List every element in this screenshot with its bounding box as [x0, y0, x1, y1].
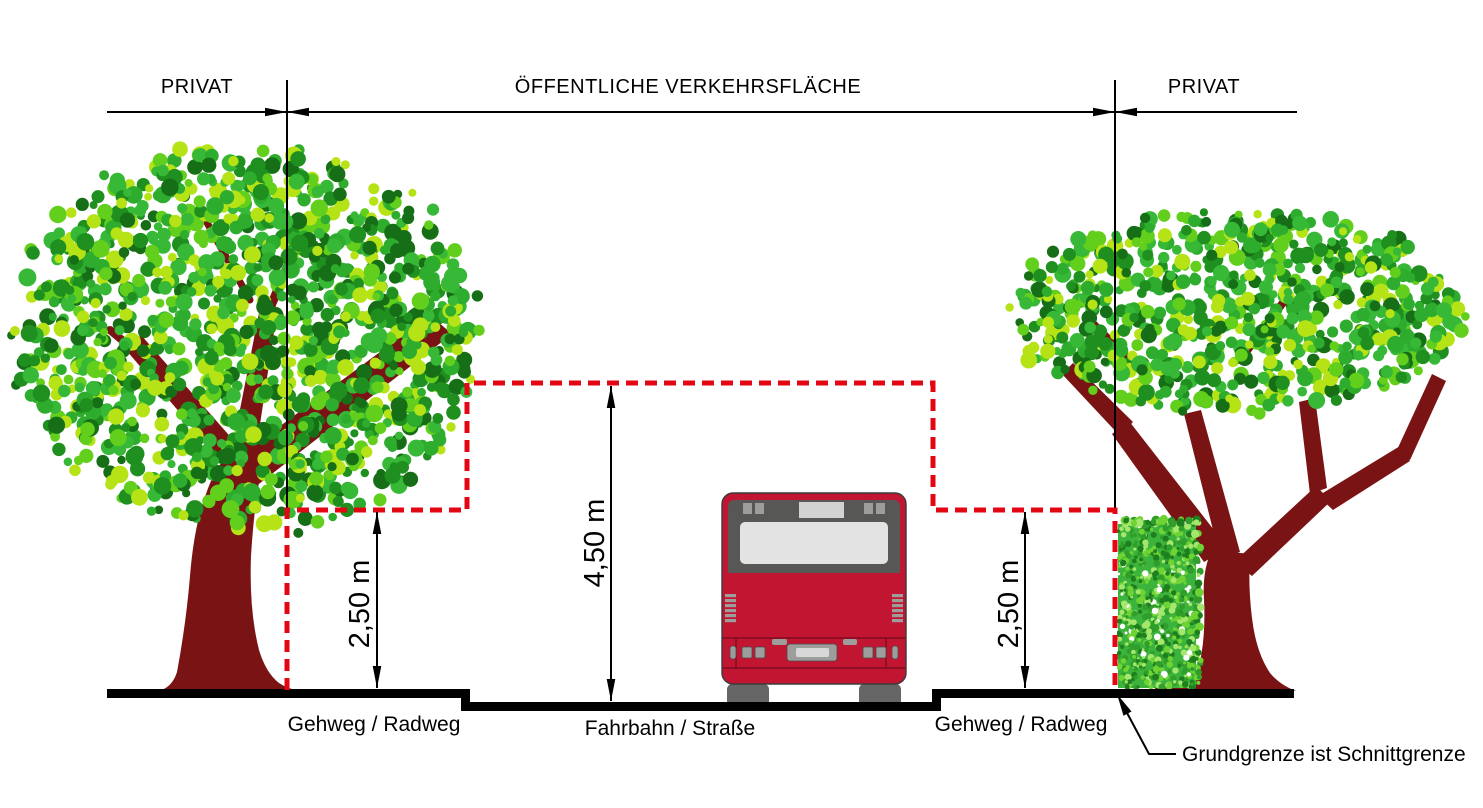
- arrowhead: [1115, 107, 1137, 117]
- bus-windshield: [740, 522, 888, 564]
- curb-left: [461, 689, 470, 711]
- arrowhead: [372, 666, 382, 688]
- left-tree-foliage: [7, 141, 485, 538]
- right-tree-branch: [1184, 410, 1240, 558]
- left-tree-branch: [196, 206, 254, 304]
- zone-label-center: ÖFFENTLICHE VERKEHRSFLÄCHE: [515, 76, 861, 98]
- arrowhead: [1093, 107, 1115, 117]
- sidewalk-left-surface: [107, 689, 470, 698]
- hedge-texture: [1117, 514, 1205, 690]
- zone-label-left: PRIVAT: [161, 76, 233, 98]
- right-tree-branch: [1396, 374, 1446, 460]
- bus-tail-light: [729, 645, 737, 660]
- arrowhead: [372, 512, 382, 534]
- bus-marker-light: [743, 503, 752, 514]
- bus-tail-light: [741, 646, 753, 659]
- bus-marker-light: [755, 503, 764, 514]
- ground-label-left: Gehweg / Radweg: [288, 713, 461, 736]
- ground-labels: Gehweg / Radweg Fahrbahn / Straße Gehweg…: [288, 713, 1108, 740]
- zone-dimension: PRIVAT ÖFFENTLICHE VERKEHRSFLÄCHE PRIVAT: [107, 76, 1297, 117]
- vent-slat: [725, 599, 736, 603]
- vent-slat: [725, 594, 736, 598]
- vent-slat: [892, 619, 903, 623]
- bus-vent-left: [725, 594, 736, 623]
- right-tree-branch: [1234, 486, 1331, 576]
- bus-reflector: [843, 639, 857, 645]
- vent-slat: [725, 609, 736, 613]
- vent-slat: [892, 609, 903, 613]
- ground-label-center: Fahrbahn / Straße: [585, 717, 755, 740]
- vent-slat: [725, 619, 736, 623]
- arrowhead: [1020, 666, 1030, 688]
- left-tree: [7, 141, 485, 691]
- vent-slat: [725, 604, 736, 608]
- right-tree: [1005, 208, 1470, 691]
- bus-tail-light: [754, 646, 766, 659]
- right-tree-branch: [1299, 398, 1327, 494]
- right-tree-branch: [1112, 421, 1228, 562]
- bus-reflector: [772, 639, 787, 645]
- clearance-dimension-right: 2,50 m: [993, 512, 1030, 688]
- leader-arrowhead: [1117, 694, 1132, 716]
- arrowhead: [287, 107, 309, 117]
- vent-slat: [725, 614, 736, 618]
- right-tree-trunk-path: [1150, 550, 1296, 691]
- vent-slat: [892, 604, 903, 608]
- ground-label-right: Gehweg / Radweg: [935, 713, 1108, 736]
- right-tree-foliage: [1005, 208, 1470, 420]
- bus-marker-light: [876, 503, 885, 514]
- left-tree-trunk-path: [158, 457, 300, 691]
- right-tree-branch: [1318, 446, 1410, 510]
- bus-license-plate-inner: [796, 648, 829, 657]
- arrowhead: [606, 386, 616, 408]
- vent-slat: [892, 594, 903, 598]
- zone-label-right: PRIVAT: [1168, 76, 1240, 98]
- clearance-profile-line: [284, 380, 1118, 690]
- bus-destination-sign: [799, 502, 844, 518]
- dimension-label-right: 2,50 m: [993, 560, 1025, 649]
- bus-tail-light: [862, 646, 874, 659]
- bus: [721, 492, 907, 710]
- annotation-label: Grundgrenze ist Schnittgrenze: [1182, 743, 1466, 766]
- vent-slat: [892, 599, 903, 603]
- clearance-dimension-left: 2,50 m: [344, 512, 382, 688]
- leader-line: [1125, 710, 1176, 755]
- sidewalk-right-surface: [932, 689, 1294, 698]
- bus-vent-right: [892, 594, 903, 623]
- clearance-dimension-center: 4,50 m: [579, 386, 616, 701]
- vent-slat: [892, 614, 903, 618]
- arrowhead: [606, 679, 616, 701]
- bus-tail-light: [891, 645, 899, 660]
- hedge: [1117, 514, 1205, 690]
- bus-tail-light: [875, 646, 887, 659]
- bus-marker-light: [864, 503, 873, 514]
- property-boundaries: [286, 80, 1116, 512]
- road-surface: [461, 702, 941, 711]
- boundary-annotation: Grundgrenze ist Schnittgrenze: [1117, 694, 1466, 766]
- curb-right: [932, 689, 941, 711]
- ground: [107, 689, 1294, 711]
- arrowhead: [265, 107, 287, 117]
- dimension-label-left: 2,50 m: [344, 560, 376, 649]
- dimension-label-center: 4,50 m: [579, 499, 611, 588]
- arrowhead: [1020, 512, 1030, 534]
